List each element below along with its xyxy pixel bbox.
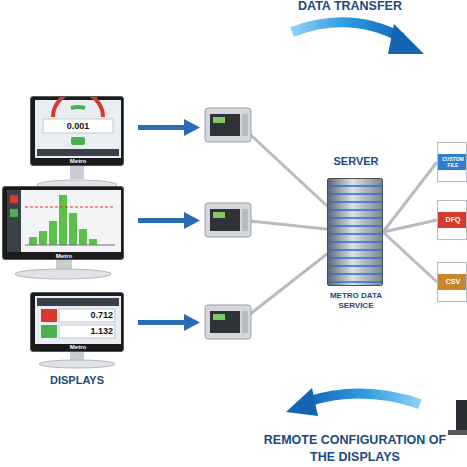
screen-content-part bbox=[49, 221, 57, 245]
screen-content-part bbox=[59, 309, 115, 322]
display-screen: 0.712 1.132Metro bbox=[30, 292, 124, 352]
screen-text: Metro bbox=[31, 344, 125, 350]
screen-content-part bbox=[69, 213, 77, 245]
screen-content-part bbox=[25, 207, 115, 208]
monitor-stand-part bbox=[70, 166, 84, 179]
flow-arrow-part bbox=[184, 119, 200, 136]
caption-label: DATA TRANSFER bbox=[280, 0, 420, 13]
file-icon: CSV bbox=[437, 262, 467, 302]
flow-arrow-part bbox=[138, 320, 186, 325]
flow-arrow-part bbox=[184, 314, 200, 331]
curved-arrow bbox=[286, 22, 424, 416]
connector-line bbox=[383, 232, 437, 282]
screen-content-part bbox=[37, 149, 119, 156]
connector-line bbox=[383, 162, 437, 232]
gateway-module-part bbox=[213, 117, 225, 123]
gateway-module-part bbox=[205, 305, 251, 339]
gateway-module-part bbox=[210, 114, 240, 136]
screen-content-part bbox=[29, 237, 37, 245]
screen-content-part bbox=[41, 325, 57, 338]
screen-text: 1.132 bbox=[61, 326, 113, 336]
file-type: CUSTOM FILE bbox=[439, 156, 467, 168]
gateway-module-part bbox=[242, 209, 248, 231]
gateway-module-part bbox=[210, 209, 240, 231]
gateway-module-part bbox=[213, 212, 225, 218]
flow-arrow-part bbox=[138, 125, 186, 130]
flow-arrow-part bbox=[138, 218, 186, 223]
file-type: CSV bbox=[439, 278, 467, 285]
gateway-module bbox=[205, 108, 251, 339]
screen-text: 0.001 bbox=[43, 121, 113, 131]
display-screen: 0.001Metro bbox=[30, 96, 124, 166]
screen-content-part bbox=[41, 309, 57, 322]
gateway-module-part bbox=[242, 114, 248, 136]
screen-content-part bbox=[43, 119, 113, 133]
curved-arrow-part bbox=[388, 24, 424, 54]
file-type: DFQ bbox=[439, 216, 467, 223]
display-screen: Metro bbox=[2, 186, 124, 260]
screen-content bbox=[31, 97, 125, 167]
file-icon: CUSTOM FILE bbox=[437, 142, 467, 182]
screen-content-part bbox=[35, 100, 121, 158]
gateway-module-part bbox=[242, 311, 248, 333]
screen-content-part bbox=[71, 137, 85, 145]
screen-content-part bbox=[35, 296, 121, 344]
gateway-module-part bbox=[205, 203, 251, 237]
screen-content-part bbox=[7, 190, 21, 252]
screen-content-part bbox=[25, 245, 115, 246]
screen-text: Metro bbox=[3, 253, 125, 259]
screen-content-part bbox=[53, 97, 103, 117]
connector-line bbox=[383, 220, 437, 232]
screen-content-part bbox=[89, 239, 97, 245]
screen-content-part bbox=[59, 195, 67, 245]
screen-content-part bbox=[79, 229, 87, 245]
screen-content-part bbox=[10, 195, 18, 203]
caption-label: DISPLAYS bbox=[20, 374, 134, 386]
curved-arrow-part bbox=[286, 388, 318, 416]
screen-content bbox=[3, 187, 125, 261]
screen-text: Metro bbox=[31, 158, 125, 164]
gateway-module-part bbox=[205, 108, 251, 142]
caption-label: REMOTE CONFIGURATION OF THE DISPLAYS bbox=[258, 432, 452, 466]
server-heading: SERVER bbox=[314, 155, 398, 167]
flow-arrow bbox=[138, 119, 200, 331]
gateway-module-part bbox=[210, 311, 240, 333]
laptop-part bbox=[456, 400, 467, 430]
laptop-part bbox=[448, 430, 467, 435]
monitor-stand-part bbox=[39, 360, 115, 368]
screen-content-part bbox=[39, 231, 47, 245]
server-rack: SERVERMETRO DATA SERVICE bbox=[327, 178, 383, 286]
screen-content-part bbox=[59, 325, 115, 338]
curved-arrow-part bbox=[292, 22, 402, 38]
curved-arrow-part bbox=[306, 393, 420, 404]
gateway-module-part bbox=[213, 314, 225, 320]
flow-arrow-part bbox=[184, 212, 200, 229]
server-caption: METRO DATA SERVICE bbox=[312, 291, 400, 311]
screen-content-part bbox=[10, 209, 18, 217]
screen-content-part bbox=[37, 298, 119, 306]
screen-text: 0.712 bbox=[61, 310, 113, 320]
monitor-stand-part bbox=[15, 269, 111, 279]
screen-content-part bbox=[7, 190, 121, 252]
screen-content-part bbox=[71, 107, 85, 108]
file-icon: DFQ bbox=[437, 200, 467, 240]
laptop bbox=[448, 400, 467, 435]
